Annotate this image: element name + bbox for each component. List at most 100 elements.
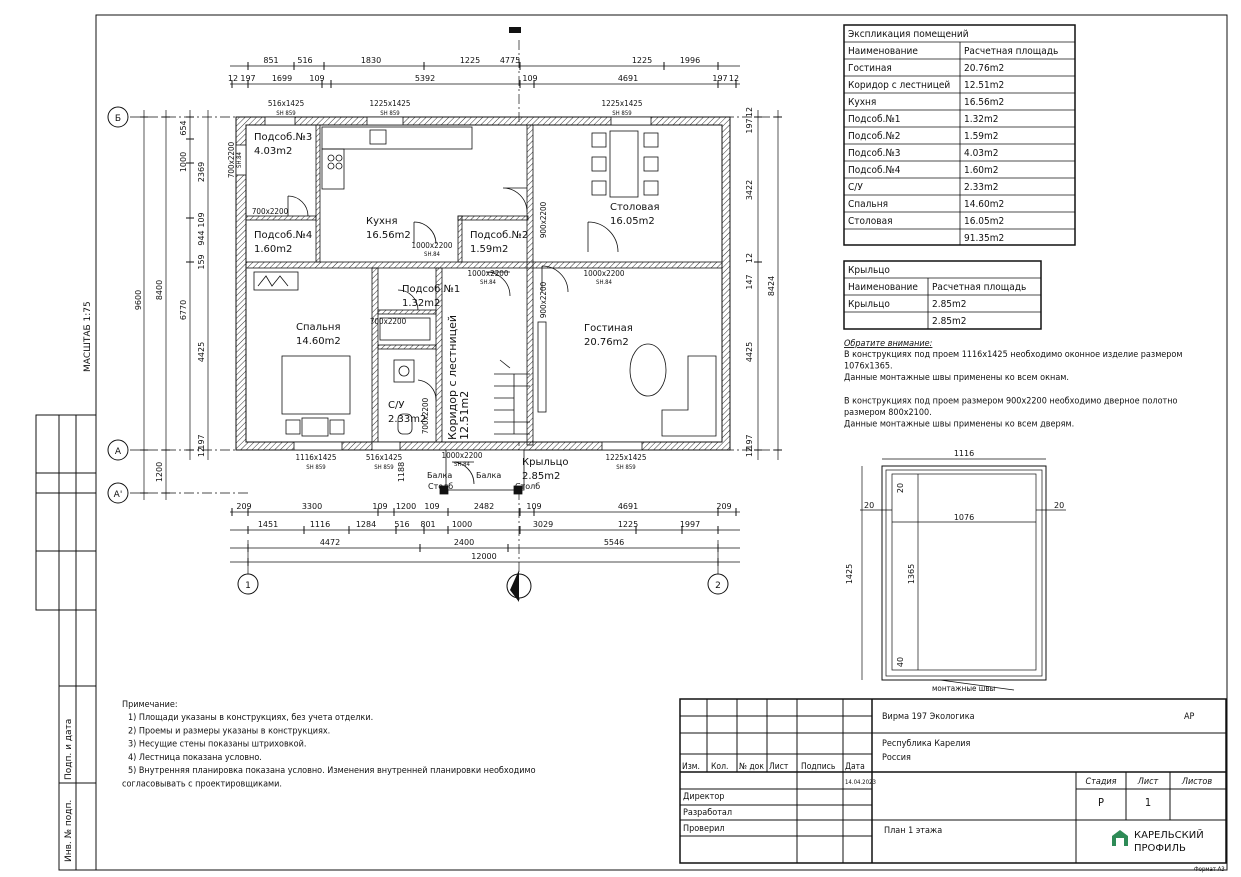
title-header: Изм. bbox=[682, 762, 700, 772]
explication-cell-area: 4.03m2 bbox=[964, 148, 999, 159]
notes-item: 5) Внутренняя планировка показана условн… bbox=[128, 765, 536, 776]
dim-top1: 1830 bbox=[361, 56, 381, 65]
dim-bottom2: 1284 bbox=[356, 520, 376, 529]
title-header: № док bbox=[739, 762, 764, 772]
axis-b-marker bbox=[107, 106, 129, 128]
window-code: SH 859 bbox=[616, 464, 636, 471]
detail-caption: монтажные швы bbox=[932, 684, 996, 693]
room-name: Подсоб.№3 bbox=[254, 132, 312, 143]
porch-post-left bbox=[439, 485, 449, 495]
room-area: 1.60m2 bbox=[254, 244, 292, 255]
room-name: Крыльцо bbox=[522, 457, 569, 468]
porch-cell-area: 2.85m2 bbox=[932, 299, 967, 310]
axis-2-label: 2 bbox=[715, 581, 721, 591]
window-detail-drawing bbox=[860, 458, 1066, 691]
company-logo bbox=[1112, 830, 1128, 846]
sofa bbox=[661, 355, 717, 437]
axis-a-label: А bbox=[115, 447, 122, 457]
dim-top1: 4775 bbox=[500, 56, 520, 65]
window-size: 516x1425 bbox=[366, 453, 402, 462]
dim-right: 3422 bbox=[745, 180, 754, 200]
dim-bottom1: 209 bbox=[716, 502, 731, 511]
bed bbox=[281, 355, 351, 415]
wardrobe bbox=[379, 317, 431, 341]
window-code: SH 859 bbox=[380, 110, 400, 117]
notes-block: Примечание:1) Площади указаны в конструк… bbox=[122, 700, 536, 790]
beam-label: Балка bbox=[427, 471, 452, 480]
dim-bottom1: 2482 bbox=[474, 502, 494, 511]
dim-bottom2: 3029 bbox=[533, 520, 553, 529]
room-name: Кухня bbox=[366, 216, 398, 227]
dim-bottom1: 3300 bbox=[302, 502, 322, 511]
window-size: 516x1425 bbox=[268, 99, 304, 108]
dim-top2: 109 bbox=[309, 74, 324, 83]
section-mark-top bbox=[509, 27, 521, 33]
dim-bottom2: 1116 bbox=[310, 520, 330, 529]
dim-top2: 197 bbox=[240, 74, 255, 83]
door-size: 900x2200 bbox=[539, 281, 548, 318]
detail-gap-bottom: 40 bbox=[896, 657, 905, 667]
explication-title: Экспликация помещений bbox=[848, 29, 969, 40]
title-role: Директор bbox=[683, 792, 724, 802]
dim-right: 12 bbox=[745, 447, 754, 457]
sheet-format: Формат А3 bbox=[1194, 866, 1225, 873]
axis-a-prime-label: А' bbox=[114, 490, 123, 500]
dim-left-mid: 159 bbox=[197, 254, 206, 269]
door-size: 700x2200 bbox=[370, 317, 407, 326]
dim-bottom1: 109 bbox=[372, 502, 387, 511]
explication-cell-name: Подсоб.№2 bbox=[848, 130, 900, 142]
title-date: 14.04.2023 bbox=[845, 779, 876, 786]
axis-2-marker bbox=[707, 573, 729, 595]
explication-cell-name: Спальня bbox=[848, 199, 888, 210]
room-name: Гостиная bbox=[584, 323, 633, 334]
title-header: Кол. bbox=[711, 762, 728, 772]
tv-stand bbox=[537, 321, 547, 413]
title-block bbox=[679, 698, 1227, 864]
window-size: 1225x1425 bbox=[370, 99, 411, 108]
window-code: SH 859 bbox=[374, 464, 394, 471]
interior-floor bbox=[245, 124, 723, 443]
detail-width: 1116 bbox=[954, 449, 974, 458]
dim-top1: 516 bbox=[297, 56, 312, 65]
room-area: 16.56m2 bbox=[366, 230, 411, 241]
door-code: SH.84 bbox=[596, 279, 613, 286]
notice-line: 1076х1365. bbox=[844, 362, 893, 372]
door-size: 700x2200 bbox=[252, 207, 289, 216]
room-area: 2.85m2 bbox=[522, 471, 560, 482]
door-size: 1000x2200 bbox=[584, 269, 625, 278]
detail-inner-width: 1076 bbox=[954, 513, 974, 522]
explication-cell-area: 91.35m2 bbox=[964, 233, 1004, 244]
notice-block: Обратите внимание: В конструкциях под про… bbox=[844, 339, 1182, 430]
dim-bottom1: 109 bbox=[526, 502, 541, 511]
room-name: Подсоб.№2 bbox=[470, 230, 528, 241]
toilet bbox=[397, 413, 413, 435]
explication-cell-area: 12.51m2 bbox=[964, 80, 1004, 91]
door-code: SH.84 bbox=[480, 279, 497, 286]
porch-header-name: Наименование bbox=[848, 282, 918, 293]
dim-bottom2: 516 bbox=[394, 520, 409, 529]
explication-cell-name: Подсоб.№3 bbox=[848, 147, 900, 159]
dim-top1: 851 bbox=[263, 56, 278, 65]
kitchen-counter bbox=[321, 126, 473, 150]
notes-title: Примечание: bbox=[122, 700, 178, 710]
dim-total: 12000 bbox=[471, 552, 496, 561]
dim-top2: 4691 bbox=[618, 74, 638, 83]
dim-top2: 1699 bbox=[272, 74, 292, 83]
logo-line: ПРОФИЛЬ bbox=[1134, 843, 1186, 854]
dim-top1: 1225 bbox=[460, 56, 480, 65]
stage-value: Р bbox=[1098, 796, 1104, 809]
dim-bottom2: 1000 bbox=[452, 520, 472, 529]
scale-label: МАСШТАБ 1:75 bbox=[83, 301, 93, 372]
notice-heading: Обратите внимание: bbox=[844, 339, 933, 349]
door-size: 1000x2200 bbox=[442, 451, 483, 460]
detail-inner-height: 1365 bbox=[907, 564, 916, 584]
stage-value: 1 bbox=[1145, 796, 1151, 809]
notes-item: 4) Лестница показана условно. bbox=[128, 753, 262, 763]
notice-line: В конструкциях под проем размером 900х22… bbox=[844, 395, 1178, 406]
section-mark-bottom bbox=[506, 570, 532, 602]
staircase bbox=[494, 359, 530, 435]
dim-left-mid: 197 bbox=[197, 434, 206, 449]
explication-cell-name: Коридор с лестницей bbox=[848, 80, 950, 91]
